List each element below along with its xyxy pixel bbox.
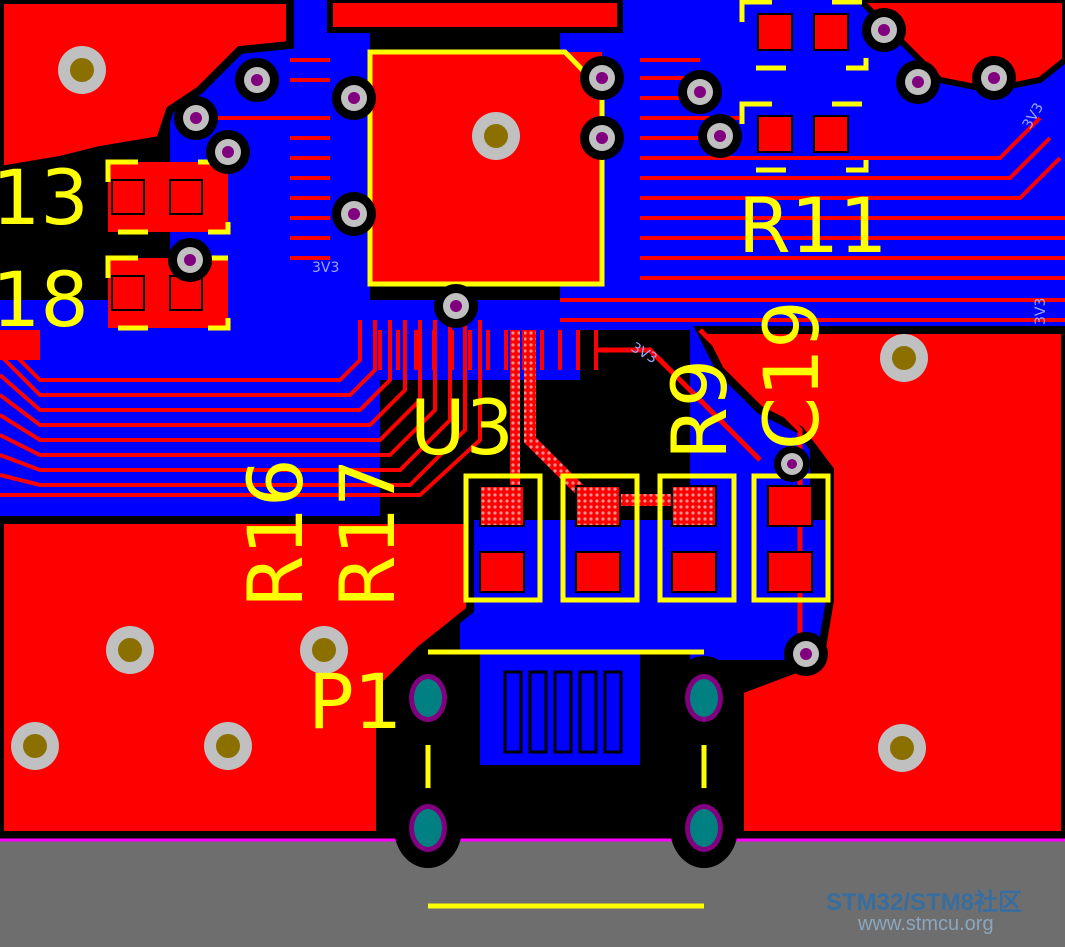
net-label: 3V3 bbox=[1033, 298, 1049, 325]
usb-data-traces bbox=[510, 330, 710, 506]
trace-bundle-u3-left bbox=[200, 58, 330, 260]
watermark-url: www.stmcu.org bbox=[857, 913, 994, 935]
designator-r16: R16 bbox=[231, 458, 320, 608]
trace-bundle-left bbox=[0, 320, 482, 497]
net-label: 3V3 bbox=[312, 260, 339, 276]
designator-p1: P1 bbox=[308, 657, 402, 746]
smd-pads bbox=[105, 0, 869, 603]
top-copper-pour bbox=[0, 0, 1065, 835]
mounting-holes bbox=[11, 46, 928, 772]
designator-r11: R11 bbox=[738, 181, 888, 270]
designator-r18: 18 bbox=[0, 255, 89, 344]
vias bbox=[168, 8, 1016, 676]
u3-ic bbox=[367, 49, 605, 287]
watermark: STM32/STM8社区 www.stmcu.org bbox=[826, 888, 1022, 935]
trace-bundle-u3-right bbox=[560, 58, 1065, 322]
designator-r17: R17 bbox=[323, 458, 412, 608]
watermark-title: STM32/STM8社区 bbox=[826, 888, 1022, 916]
p1-silkscreen bbox=[425, 649, 707, 909]
designator-c19: C19 bbox=[747, 300, 836, 450]
u3-bottom-pins bbox=[378, 330, 598, 370]
board-cutout bbox=[0, 838, 1065, 947]
usb-fingers bbox=[503, 670, 623, 754]
designator-r13: 13 bbox=[0, 153, 89, 242]
designator-r9: R9 bbox=[655, 359, 744, 460]
designator-u3: U3 bbox=[410, 383, 514, 472]
p1-shield-pads bbox=[394, 656, 738, 868]
silkscreen-designators: 13 18 R11 U3 R9 C19 R16 R17 P1 bbox=[0, 153, 888, 746]
